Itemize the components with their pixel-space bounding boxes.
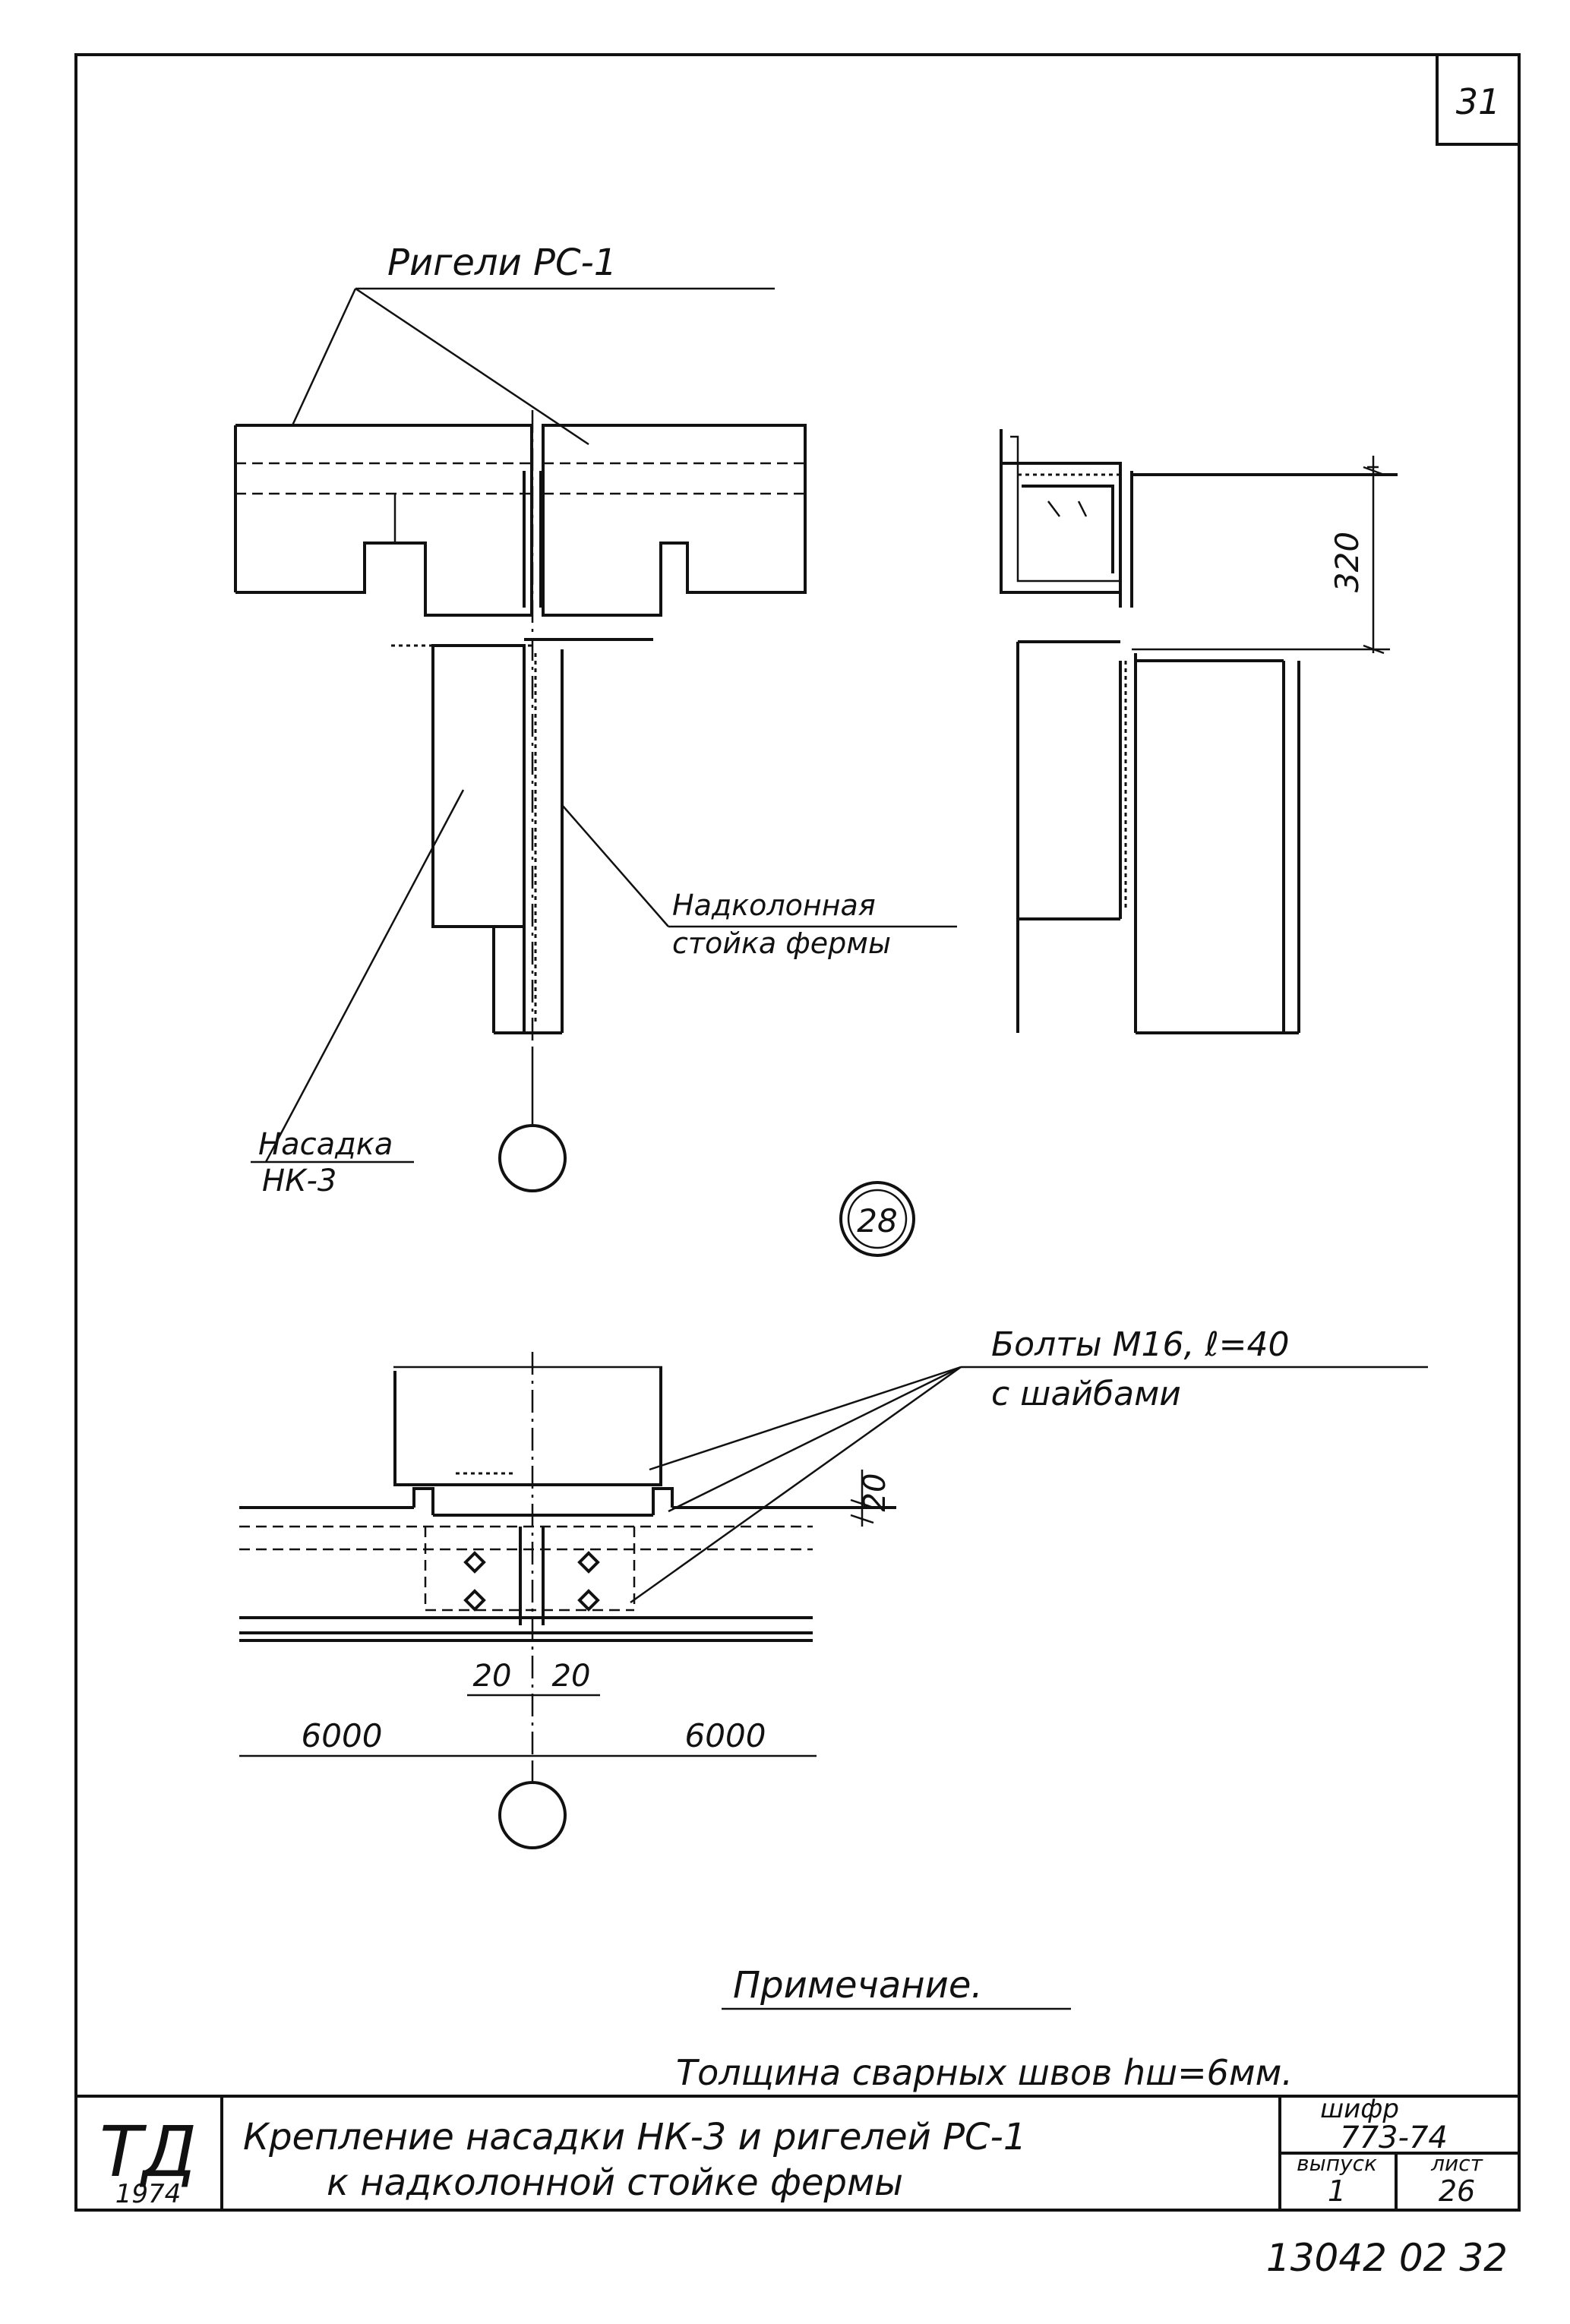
issue-label: выпуск [1297, 2151, 1377, 2176]
logo-text: ТД [100, 2111, 197, 2193]
outer-frame [74, 53, 1521, 2212]
title-line1: Крепление насадки НК-3 и ригелей РС-1 [243, 2116, 1026, 2158]
post-label-line1: Надколонная [672, 889, 876, 922]
dim-offset: 20 [858, 1473, 892, 1512]
top-left-view: Ригели РС-1 Надколонная стойка фермы [234, 242, 957, 1198]
bolts-label-line2: с шайбами [991, 1375, 1181, 1413]
cipher: 773-74 [1340, 2120, 1448, 2155]
sheet-number-box [1436, 55, 1519, 146]
beams-label: Ригели РС-1 [387, 242, 617, 284]
side-view: 320 [1000, 429, 1398, 1034]
note-heading: Примечание. [733, 1964, 983, 2007]
axis-bubble-bottom [498, 1781, 567, 1849]
sheet: 26 [1439, 2174, 1475, 2208]
cipher-label: шифр [1320, 2094, 1399, 2124]
title-block: ТД 1974 Крепление насадки НК-3 и ригелей… [76, 2094, 1519, 2210]
title-line2: к надколонной стойке фермы [327, 2161, 903, 2204]
note-text: Толщина сварных швов hш=6мм. [676, 2052, 1293, 2093]
sheet-label: лист [1430, 2151, 1483, 2176]
dim-right-gap: 20 [552, 1659, 591, 1694]
section-mark: 28 [857, 1202, 897, 1239]
plan-view: Болты М16, ℓ=40 с шайбами [239, 1325, 1428, 1849]
axis-bubble-top [498, 1124, 567, 1192]
dim-left-span: 6000 [302, 1717, 383, 1754]
cap-label-line2: НК-3 [262, 1164, 336, 1198]
dim-right-span: 6000 [685, 1717, 766, 1754]
post-label-line2: стойка фермы [672, 927, 891, 960]
issue: 1 [1328, 2174, 1346, 2208]
dim-320: 320 [1328, 532, 1366, 592]
bolt-group [463, 1551, 600, 1612]
bolts-label-line1: Болты М16, ℓ=40 [991, 1325, 1290, 1364]
sheet-number: 31 [1456, 81, 1501, 122]
cap-label-line1: Насадка [258, 1127, 393, 1162]
year: 1974 [115, 2179, 182, 2209]
dim-left-gap: 20 [473, 1659, 512, 1694]
archive-number: 13042 02 32 [1266, 2236, 1508, 2280]
section-mark-circle [839, 1181, 915, 1257]
